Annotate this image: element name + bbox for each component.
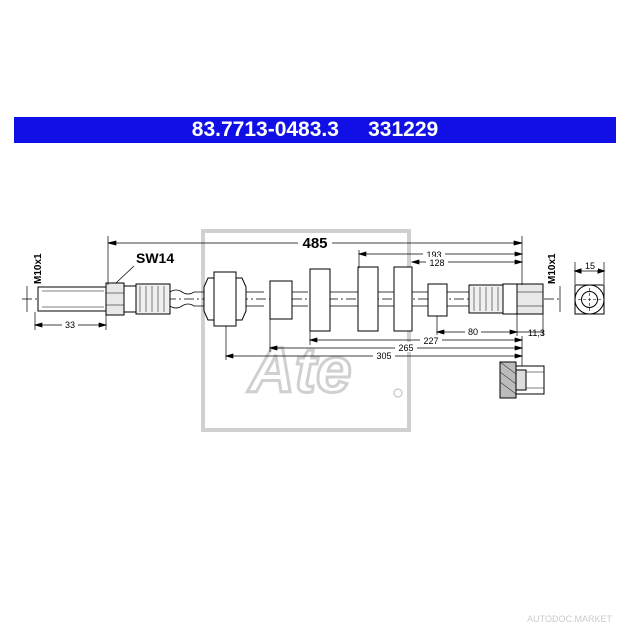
wrench-size-label: SW14 [136, 250, 174, 266]
dim-33-label: 33 [65, 320, 75, 330]
dim-227 [308, 330, 524, 370]
end-view-dim-bg [582, 260, 598, 270]
right-fitting [468, 283, 544, 315]
end-view-dim-label: 15 [585, 261, 595, 271]
dim-overall-bg [298, 234, 332, 251]
dim-80-bg [465, 326, 481, 336]
dim-128-label: 128 [429, 258, 444, 268]
clamp-4 [393, 266, 413, 332]
dim-265-bg [395, 342, 417, 352]
section-detail [499, 361, 545, 399]
watermark: AUTODOC.MARKET [527, 614, 612, 624]
left-fitting [37, 282, 171, 316]
dim-33-bg [62, 319, 78, 330]
dim-33 [33, 312, 108, 330]
clamp-2 [309, 268, 331, 332]
thread-left-label: M10x1 [33, 253, 44, 284]
dim-11-3-label: 11,3 [528, 328, 545, 338]
dim-227-label: 227 [423, 336, 438, 346]
dim-overall-label: 485 [302, 235, 327, 252]
wrench-size-leader [115, 265, 135, 284]
ref-number: 331229 [368, 118, 439, 141]
ate-logo-watermark: Ate [201, 229, 411, 432]
dim-80-label: 80 [468, 327, 478, 337]
dim-305-bg [373, 350, 395, 360]
thread-right-label: M10x1 [547, 253, 558, 284]
dim-265-label: 265 [398, 343, 413, 353]
grommet [203, 271, 247, 327]
clamp-3 [357, 266, 379, 332]
clamp-5 [427, 283, 448, 317]
clamp-1 [269, 280, 293, 320]
logo-text: Ate [246, 334, 351, 406]
hose-clamps [269, 266, 448, 332]
dim-193-label: 193 [426, 250, 441, 260]
dim-80 [435, 314, 519, 336]
end-view [573, 262, 606, 315]
hose-body [169, 289, 469, 309]
dim-305-label: 305 [376, 351, 391, 361]
dim-227-bg [420, 335, 442, 345]
dim-193-bg [423, 249, 445, 259]
part-number: 83.7713-0483.3 [191, 118, 339, 141]
dim-11-3 [517, 314, 544, 336]
header-text: 83.7713-0483.3 331229 [14, 117, 616, 143]
header-bar: 83.7713-0483.3 331229 [14, 117, 616, 143]
dim-128-bg [426, 257, 448, 267]
